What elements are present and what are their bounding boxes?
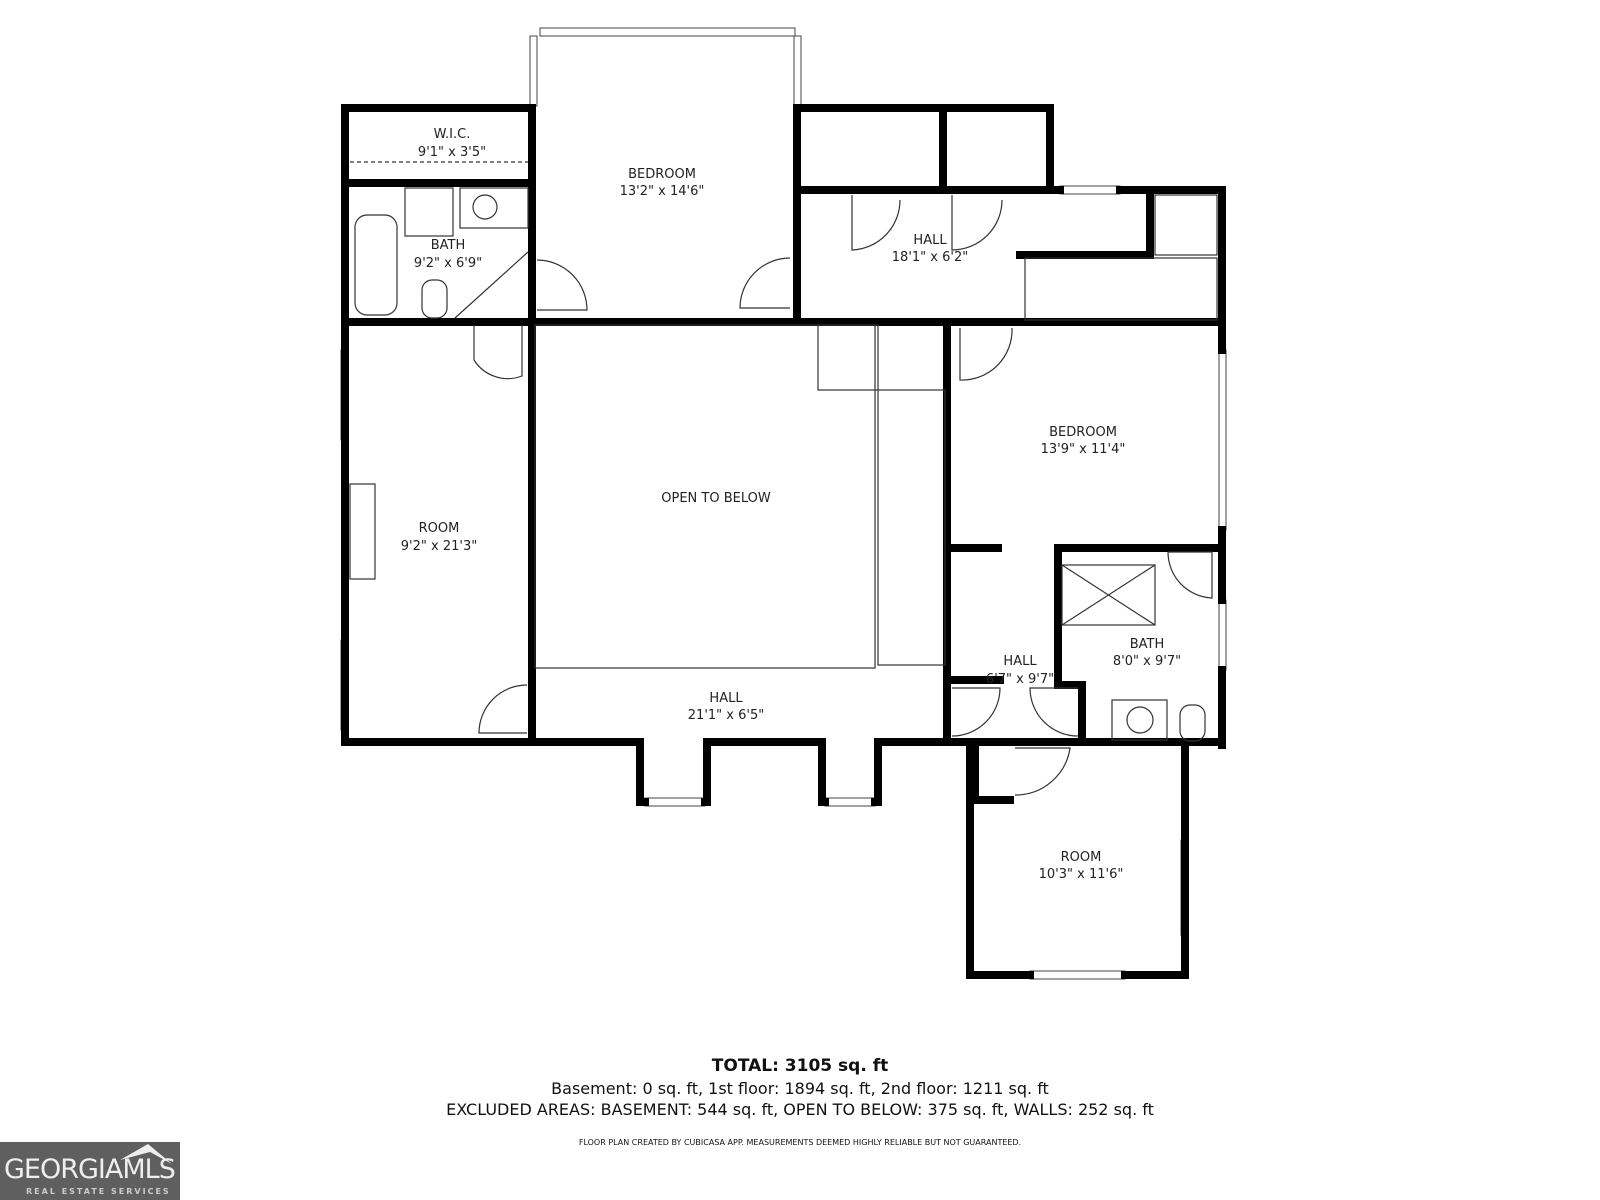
door (536, 259, 588, 311)
room-size: 9'2" x 6'9" (414, 256, 482, 271)
room-size: 18'1" x 6'2" (892, 250, 968, 265)
sink (459, 187, 529, 229)
logo-main: GEORGIAMLS (4, 1154, 176, 1185)
stairs (877, 389, 946, 666)
excluded-areas: EXCLUDED AREAS: BASEMENT: 544 sq. ft, OP… (446, 1100, 1154, 1119)
toilet (421, 279, 448, 319)
room-size: 13'9" x 11'4" (1041, 442, 1126, 457)
room-size: 9'1" x 3'5" (418, 145, 486, 160)
door (959, 327, 1013, 381)
room-size: 9'2" x 21'3" (401, 539, 477, 554)
room-name: HALL (913, 233, 947, 248)
room-name: BATH (431, 238, 466, 253)
room-name: W.I.C. (434, 127, 471, 142)
room-size: 13'2" x 14'6" (620, 184, 705, 199)
door (739, 257, 791, 309)
room-name: ROOM (1061, 850, 1102, 865)
fireplace (349, 483, 376, 580)
room-name: BEDROOM (1049, 425, 1117, 440)
stairs-landing (817, 324, 879, 391)
logo-sub: REAL ESTATE SERVICES (26, 1187, 171, 1196)
room-name: BEDROOM (628, 167, 696, 182)
stairs-top (1024, 257, 1218, 321)
door (851, 195, 901, 251)
toilet (1179, 704, 1206, 742)
room-name: ROOM (419, 521, 460, 536)
roof-icon (120, 1144, 172, 1164)
walls (341, 104, 1226, 979)
floor-areas: Basement: 0 sq. ft, 1st floor: 1894 sq. … (551, 1079, 1049, 1098)
room-name: BATH (1130, 637, 1165, 652)
door (951, 687, 1001, 737)
windows (340, 27, 1227, 980)
georgia-mls-logo: GEORGIAMLS REAL ESTATE SERVICES (0, 1142, 180, 1200)
open-to-below-outline (534, 324, 876, 669)
room-size: 21'1" x 6'5" (688, 708, 764, 723)
room-name: OPEN TO BELOW (661, 491, 771, 506)
door (1167, 551, 1213, 599)
shower (1061, 564, 1156, 626)
room-labels: W.I.C. 9'1" x 3'5" BEDROOM 13'2" x 14'6"… (401, 127, 1181, 882)
bathtub (354, 214, 398, 316)
door (473, 325, 523, 380)
fixtures (349, 161, 1218, 796)
room-size: 6'7" x 9'7" (986, 672, 1054, 687)
room-name: HALL (1003, 654, 1037, 669)
sink (1111, 699, 1168, 741)
total-area: TOTAL: 3105 sq. ft (711, 1056, 889, 1076)
door (1029, 687, 1079, 737)
room-size: 8'0" x 9'7" (1113, 654, 1181, 669)
disclaimer: FLOOR PLAN CREATED BY CUBICASA APP. MEAS… (578, 1138, 1022, 1147)
door (1014, 747, 1071, 796)
room-size: 10'3" x 11'6" (1039, 867, 1124, 882)
door (951, 195, 1003, 251)
door (478, 684, 528, 734)
room-name: HALL (709, 691, 743, 706)
